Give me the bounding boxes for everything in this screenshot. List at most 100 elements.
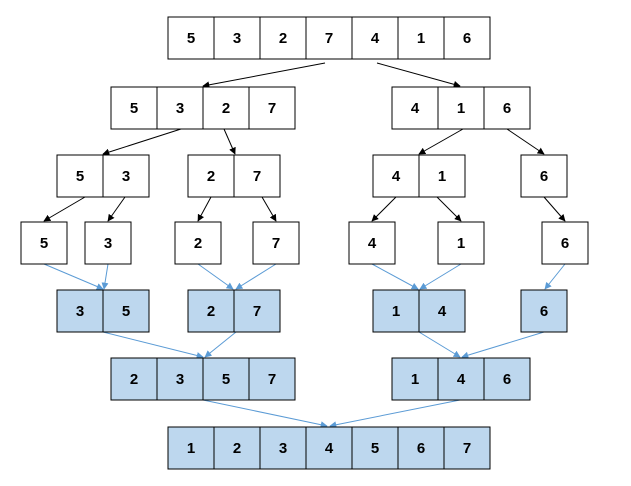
array-cell [520,154,568,198]
array-cell [174,221,222,265]
array-cell-value: 1 [392,303,400,320]
array-cell-value: 6 [503,100,511,117]
array-cell [213,16,261,60]
split-arrow-1 [376,62,461,88]
array-cell [156,357,204,401]
array-cell [348,221,396,265]
array-cell [233,154,281,198]
array-cell [391,357,439,401]
array-cell [110,357,158,401]
array-cell-value: 5 [371,440,379,457]
array-cell-value: 2 [279,30,287,47]
merge-l1d-array: 6 [520,289,568,333]
array-cell [437,357,485,401]
array-cell [391,86,439,130]
array-cell [56,289,104,333]
merge-arrow-13 [43,263,104,290]
array-cell [102,154,150,198]
array-cell-value: 2 [233,440,241,457]
array-cell-value: 6 [417,440,425,457]
array-cell [351,426,399,470]
merge-arrow-22 [418,331,461,358]
array-cell-value: 1 [457,100,465,117]
array-cell-value: 5 [40,235,48,252]
array-cell-value: 5 [76,168,84,185]
split-arrow-10 [371,196,397,222]
array-cell [259,16,307,60]
split-arrow-2 [102,128,182,156]
array-cell-value: 1 [411,371,419,388]
array-cell-value: 6 [503,371,511,388]
array-cell-value: 1 [438,168,446,185]
array-cell-value: 7 [253,168,261,185]
split-arrow-3 [223,128,236,155]
array-cell-value: 4 [392,168,401,185]
split-arrow-5 [506,128,545,155]
split-arrow-12 [543,196,566,222]
leaf-b-array: 3 [84,221,132,265]
array-cell-value: 2 [207,303,215,320]
array-cell [397,426,445,470]
array-cell [443,426,491,470]
merge-arrow-24 [202,399,328,429]
leaf-g-array: 6 [541,221,589,265]
array-cell [213,426,261,470]
merge-arrow-23 [461,331,545,359]
merge-arrow-19 [544,263,566,290]
array-cell [248,86,296,130]
array-cell-value: 6 [561,235,569,252]
array-cell [167,16,215,60]
array-cell [259,426,307,470]
array-cell [56,154,104,198]
split-arrow-4 [418,128,464,155]
merge-arrow-16 [235,263,277,290]
array-cell-value: 3 [279,440,287,457]
array-cell [102,289,150,333]
split-l2d-array: 6 [520,154,568,198]
array-cell [418,154,466,198]
array-cell [372,289,420,333]
merge-arrow-15 [197,263,234,290]
leaf-f-array: 1 [437,221,485,265]
array-cell-value: 4 [371,30,380,47]
array-cell-value: 7 [253,303,261,320]
array-cell [84,221,132,265]
array-cell [167,426,215,470]
array-cell [372,154,420,198]
array-cell-value: 1 [457,235,465,252]
array-cell-value: 2 [222,100,230,117]
array-cell-value: 6 [540,168,548,185]
leaf-c-array: 2 [174,221,222,265]
array-cell-value: 4 [325,440,334,457]
leaf-d-array: 7 [252,221,300,265]
array-cell [483,357,531,401]
array-cell [202,86,250,130]
array-cell [187,154,235,198]
array-cell [305,16,353,60]
leaf-e-array: 4 [348,221,396,265]
array-cell [233,289,281,333]
array-cell-value: 6 [540,303,548,320]
array-cell-value: 1 [187,440,195,457]
array-cell [418,289,466,333]
split-arrow-6 [43,196,86,222]
merge-arrow-18 [419,263,462,290]
merge-l2b-array: 1 4 6 [391,357,531,401]
array-cell-value: 4 [438,303,447,320]
array-cell [252,221,300,265]
array-cell-value: 3 [76,303,84,320]
array-cell-value: 3 [176,100,184,117]
array-cell-value: 4 [457,371,466,388]
array-cell [483,86,531,130]
array-cell-value: 3 [176,371,184,388]
array-cell [520,289,568,333]
